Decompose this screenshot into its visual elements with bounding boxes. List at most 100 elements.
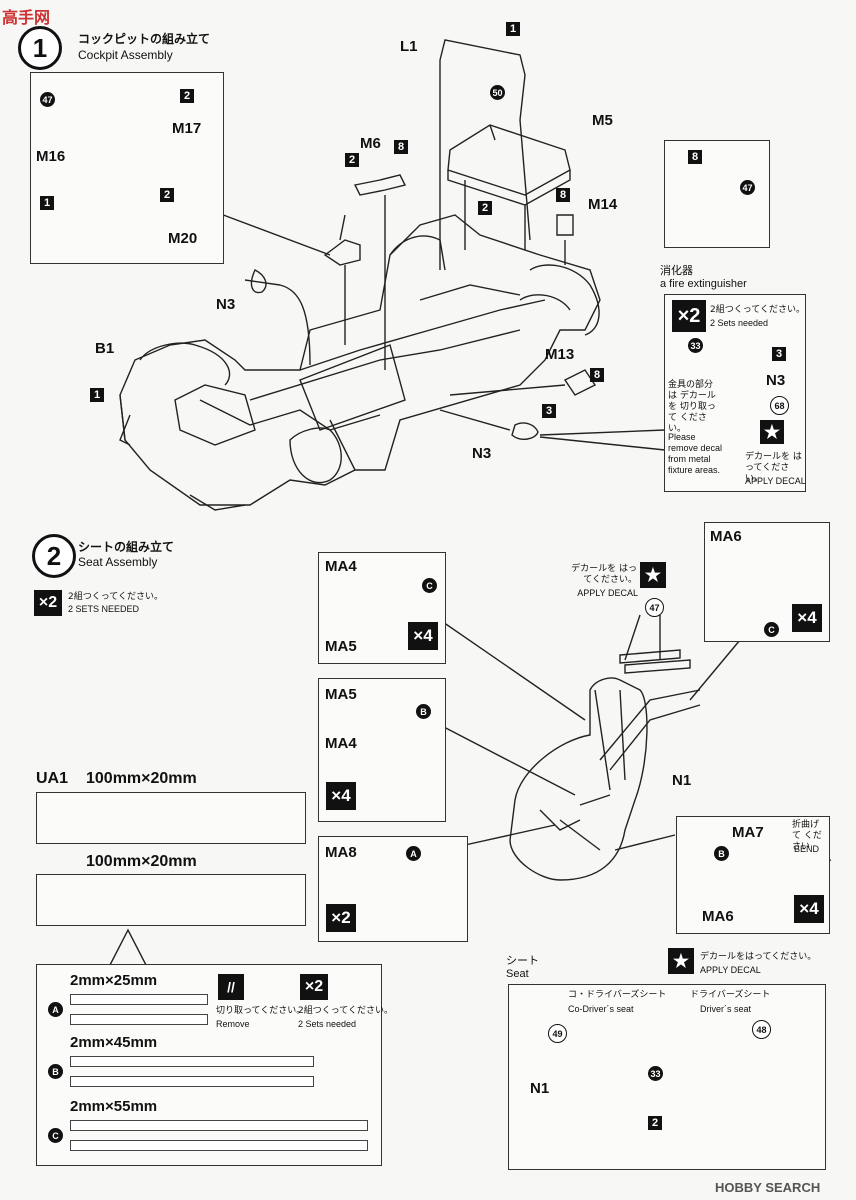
codriver-jp: コ・ドライバーズシート xyxy=(568,990,667,1000)
step2-sets-en: 2 SETS NEEDED xyxy=(68,604,140,614)
codriver-en: Co-Driver´s seat xyxy=(568,1004,634,1014)
extinguisher-remove-jp: 金具の部分は デカールを 切り取って ください。 xyxy=(668,380,716,434)
seat-panel-title-en: Seat xyxy=(506,968,529,980)
callout-33-seat: 33 xyxy=(648,1066,663,1081)
part-m5: M5 xyxy=(592,112,613,129)
callout-49: 49 xyxy=(548,1024,567,1043)
driver-en: Driver´s seat xyxy=(700,1004,752,1014)
straps-mult: ×2 xyxy=(300,974,328,1000)
bracket-inset-box xyxy=(664,140,770,248)
callout-2-m5: 2 xyxy=(478,201,492,215)
callout-8-m14: 8 xyxy=(556,188,570,202)
part-m17: M17 xyxy=(172,120,202,137)
driver-jp: ドライバーズシート xyxy=(690,990,771,1000)
callout-47-inset: 47 xyxy=(40,92,55,107)
strap-a-letter: A xyxy=(48,1002,63,1017)
straps-sets-en: 2 Sets needed xyxy=(298,1019,357,1029)
strap-b-letter: B xyxy=(48,1064,63,1079)
part-ma5-mid: MA5 xyxy=(325,686,357,703)
strap-b-size: 2mm×45mm xyxy=(70,1034,158,1051)
letter-a-ma8: A xyxy=(406,846,421,861)
part-m13: M13 xyxy=(545,346,575,363)
callout-2-m17: 2 xyxy=(180,89,194,103)
part-m20: M20 xyxy=(168,230,198,247)
part-ma6-top: MA6 xyxy=(710,528,742,545)
remove-en: Remove xyxy=(216,1019,250,1029)
callout-8-bracket: 8 xyxy=(688,150,702,164)
callout-47-seat: 47 xyxy=(645,598,664,617)
part-ma5-top: MA5 xyxy=(325,638,357,655)
callout-47-bracket: 47 xyxy=(740,180,755,195)
seat-panel-decal-jp: デカールをはってください。 xyxy=(700,952,817,962)
bend-jp: 折曲げて ください xyxy=(792,820,822,852)
step1-title-jp: コックピットの組み立て xyxy=(78,32,211,46)
strap-a-bar-2 xyxy=(70,1014,208,1025)
letter-c-ma6: C xyxy=(764,622,779,637)
ua1-label: UA1 xyxy=(36,770,69,787)
letter-b-mid: B xyxy=(416,704,431,719)
callout-2-seat: 2 xyxy=(648,1116,662,1130)
part-ma4-mid: MA4 xyxy=(325,735,357,752)
seat-panel-decal-en: APPLY DECAL xyxy=(700,965,761,975)
step1-inset-box xyxy=(30,72,224,264)
step2-mult: ×2 xyxy=(34,590,62,616)
seat-panel-box xyxy=(508,984,826,1170)
extinguisher-decal-jp: デカールを はってください。 xyxy=(745,452,802,484)
seat-decal-jp: デカールを はってください。 xyxy=(571,564,637,585)
callout-33-ext: 33 xyxy=(688,338,703,353)
extinguisher-title-jp: 消化器 xyxy=(660,264,693,277)
step1-title-en: Cockpit Assembly xyxy=(78,48,173,62)
strap-c-size: 2mm×55mm xyxy=(70,1098,158,1115)
part-n1-panel: N1 xyxy=(530,1080,550,1097)
watermark-top: 高手网 xyxy=(2,8,51,27)
extinguisher-sets-jp: 2組つくってください。 xyxy=(710,305,806,315)
ua1-size2: 100mm×20mm xyxy=(86,853,197,870)
seat-decal-star: ★ xyxy=(640,562,666,588)
part-b1: B1 xyxy=(95,340,115,357)
part-l1: L1 xyxy=(400,38,418,55)
mult-x4-b: ×4 xyxy=(326,782,356,810)
strap-c-letter: C xyxy=(48,1128,63,1143)
watermark-bottom: HOBBY SEARCH xyxy=(715,1180,821,1195)
remove-jp: 切り取ってください。 xyxy=(216,1006,306,1016)
ua1-strip-2 xyxy=(36,874,306,926)
callout-68: 68 xyxy=(770,396,789,415)
callout-1-hoop: 1 xyxy=(506,22,520,36)
callout-48: 48 xyxy=(752,1020,771,1039)
step2-title-en: Seat Assembly xyxy=(78,555,158,569)
part-ma8: MA8 xyxy=(325,844,357,861)
letter-b-ma7: B xyxy=(714,846,729,861)
part-ma7: MA7 xyxy=(732,824,764,841)
extinguisher-sets-en: 2 Sets needed xyxy=(710,318,769,328)
part-n3-left: N3 xyxy=(216,296,236,313)
straps-sets-jp: 2組つくってください。 xyxy=(298,1006,394,1016)
extinguisher-remove-en: Please remove decal from metal fixture a… xyxy=(668,432,723,475)
seat-panel-title-jp: シート xyxy=(506,954,539,967)
seat-decal-en: APPLY DECAL xyxy=(577,588,638,598)
seat-panel-decal-star: ★ xyxy=(668,948,694,974)
part-ma4-top: MA4 xyxy=(325,558,357,575)
extinguisher-title-en: a fire extinguisher xyxy=(660,278,747,290)
strap-b-bar-2 xyxy=(70,1076,314,1087)
remove-icon: // xyxy=(218,974,244,1000)
callout-8-m6: 8 xyxy=(394,140,408,154)
callout-1-inset: 1 xyxy=(40,196,54,210)
part-n3-ext: N3 xyxy=(766,372,786,389)
part-n3-lower: N3 xyxy=(472,445,492,462)
callout-3-ext: 3 xyxy=(772,347,786,361)
callout-2-m20: 2 xyxy=(160,188,174,202)
ua1-strip-1 xyxy=(36,792,306,844)
strap-c-bar-1 xyxy=(70,1120,368,1131)
mult-x4-a: ×4 xyxy=(408,622,438,650)
extinguisher-decal-star: ★ xyxy=(760,420,784,444)
bend-en: BEND xyxy=(794,844,820,854)
extinguisher-mult: ×2 xyxy=(672,300,706,332)
callout-2-m6: 2 xyxy=(345,153,359,167)
extinguisher-decal-en: APPLY DECAL xyxy=(745,476,806,486)
part-m16: M16 xyxy=(36,148,66,165)
ua1-size1: 100mm×20mm xyxy=(86,770,197,787)
letter-c-top: C xyxy=(422,578,437,593)
part-ma6-bottom: MA6 xyxy=(702,908,734,925)
callout-8-m13: 8 xyxy=(590,368,604,382)
part-m14: M14 xyxy=(588,196,618,213)
